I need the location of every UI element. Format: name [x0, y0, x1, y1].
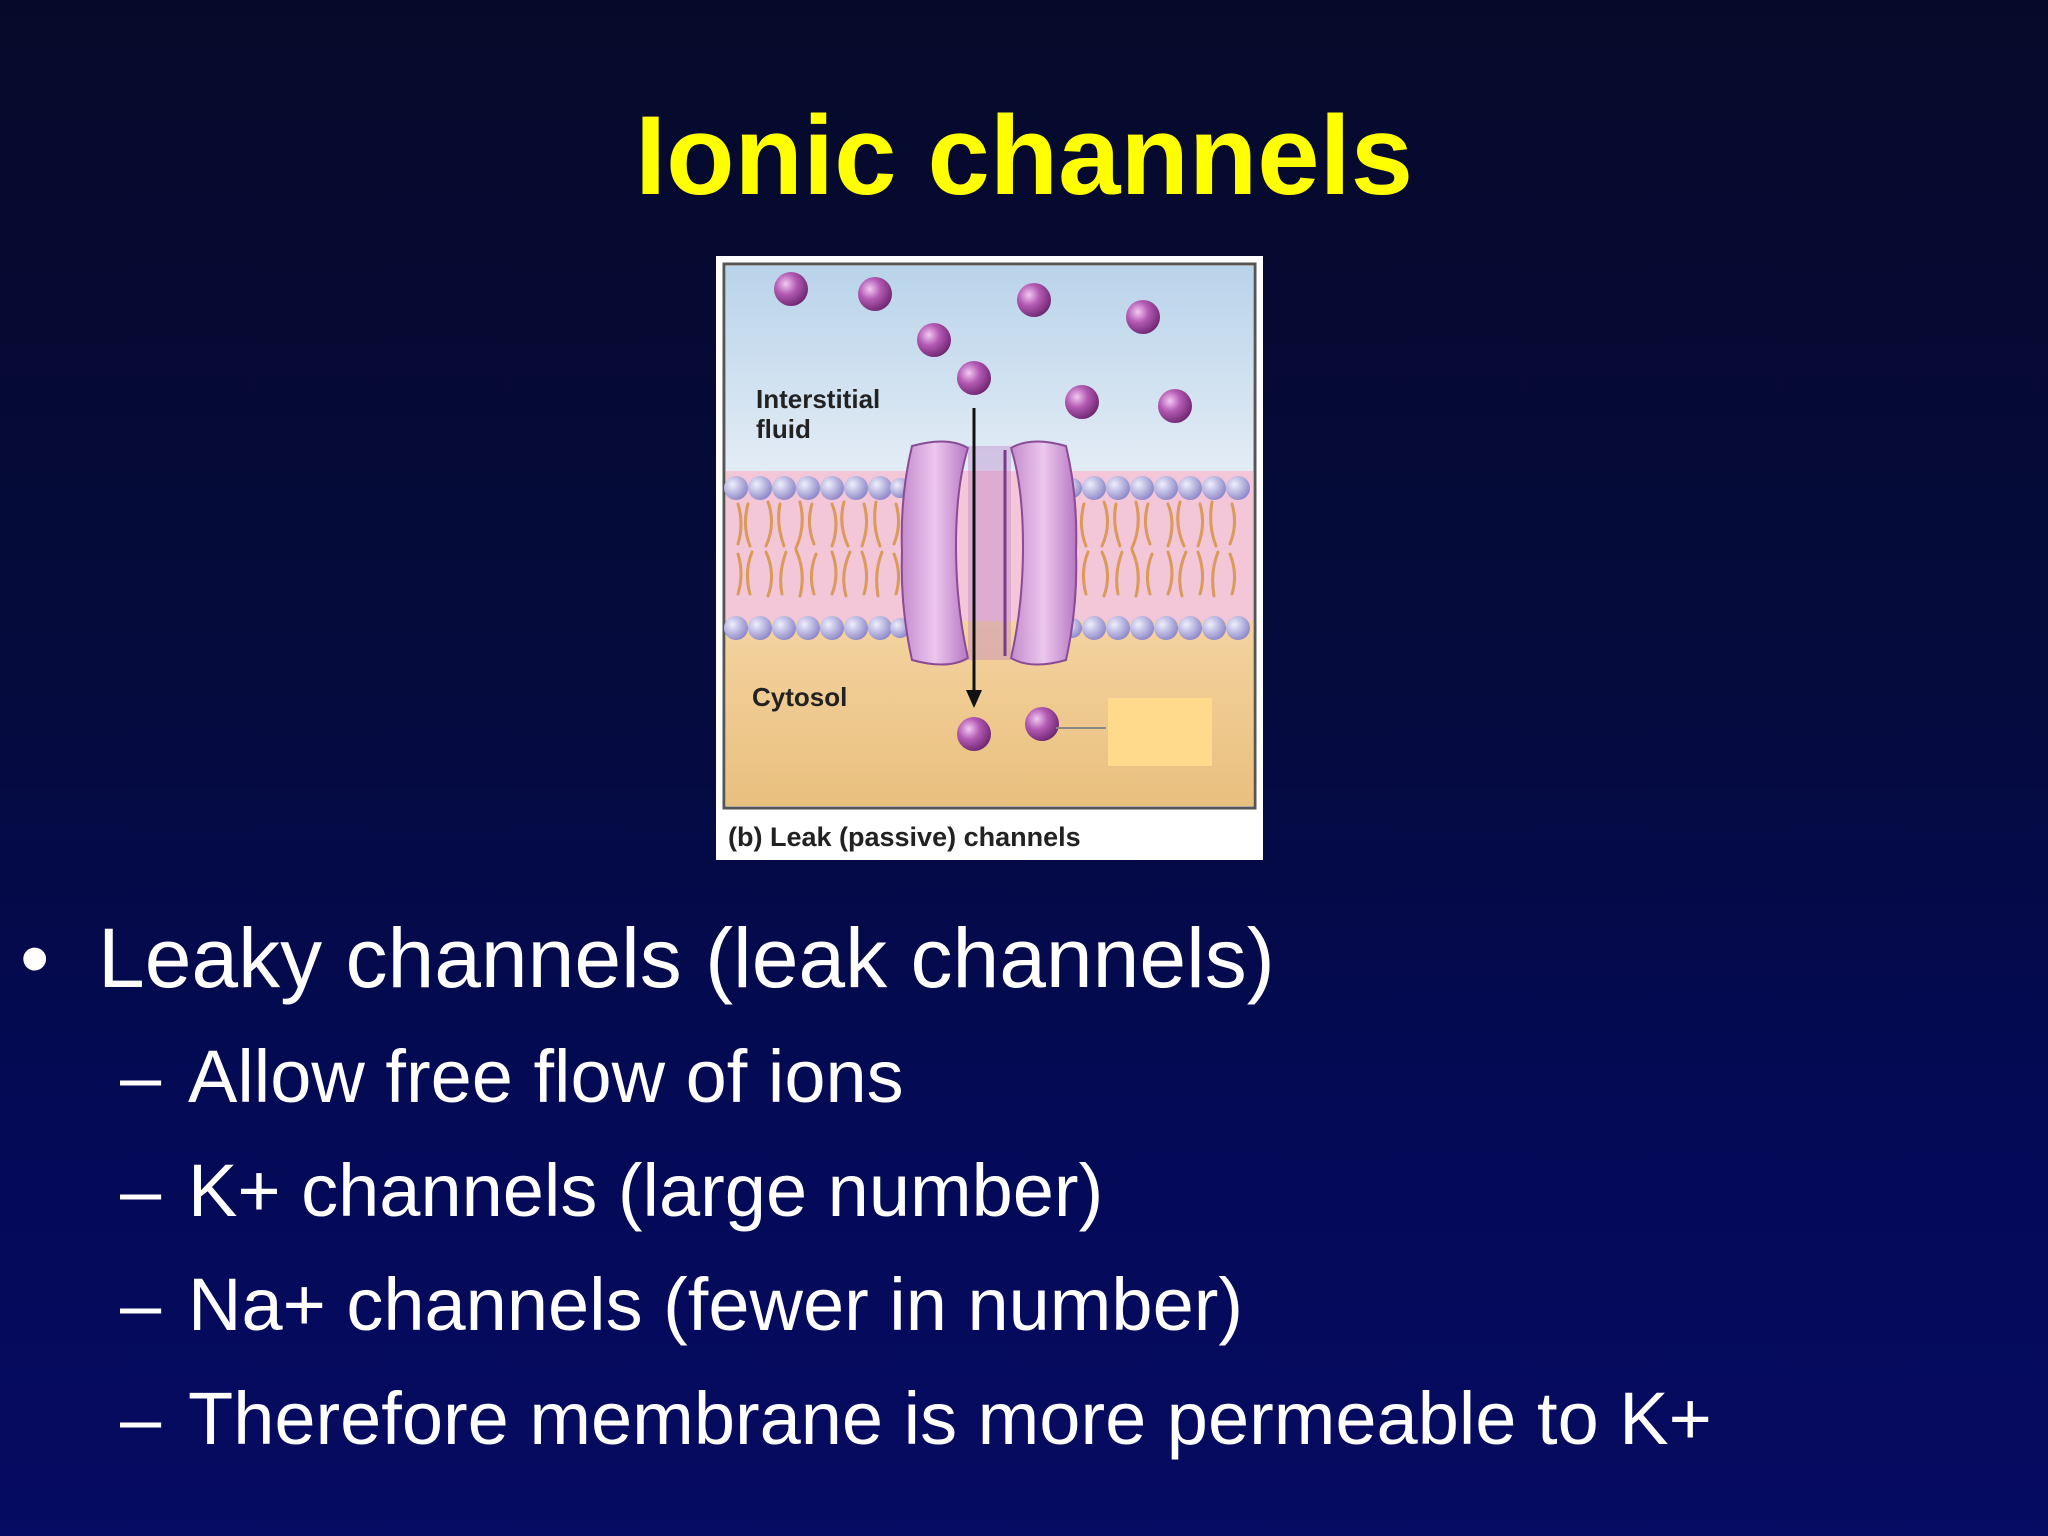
- membrane-illustration: [722, 262, 1257, 810]
- figure-caption: (b) Leak (passive) channels: [728, 822, 1081, 852]
- cytosol-label: Cytosol: [752, 682, 848, 712]
- ions: [774, 272, 1192, 751]
- sub-bullet-3: –Na+ channels (fewer in number): [120, 1260, 1243, 1350]
- bullet-leaky-channels: • Leaky channels (leak channels): [20, 908, 1275, 1008]
- leak-channel-figure: Interstitial fluid Cytosol (b) Leak (pas…: [716, 256, 1263, 860]
- sub-bullet-text: Allow free flow of ions: [188, 1035, 904, 1118]
- sub-bullet-text: Na+ channels (fewer in number): [188, 1263, 1244, 1346]
- interstitial-fluid-label: Interstitial fluid: [756, 384, 880, 444]
- bullet-marker: •: [20, 911, 50, 1005]
- sub-bullet-marker: –: [120, 1149, 162, 1232]
- figure-label-box: [1108, 698, 1212, 766]
- leak-channel-protein: [900, 440, 1078, 666]
- sub-bullet-text: Therefore membrane is more permeable to …: [188, 1377, 1712, 1460]
- slide-title: Ionic channels: [635, 93, 1413, 218]
- sub-bullet-marker: –: [120, 1035, 162, 1118]
- sub-bullet-marker: –: [120, 1263, 162, 1346]
- sub-bullet-4: –Therefore membrane is more permeable to…: [120, 1374, 1712, 1464]
- bullet-main-text: Leaky channels (leak channels): [98, 911, 1275, 1005]
- sub-bullet-1: –Allow free flow of ions: [120, 1032, 904, 1122]
- sub-bullet-marker: –: [120, 1377, 162, 1460]
- sub-bullet-text: K+ channels (large number): [188, 1149, 1104, 1232]
- interstitial-label-line2: fluid: [756, 414, 811, 444]
- sub-bullet-2: –K+ channels (large number): [120, 1146, 1103, 1236]
- interstitial-label-line1: Interstitial: [756, 384, 881, 414]
